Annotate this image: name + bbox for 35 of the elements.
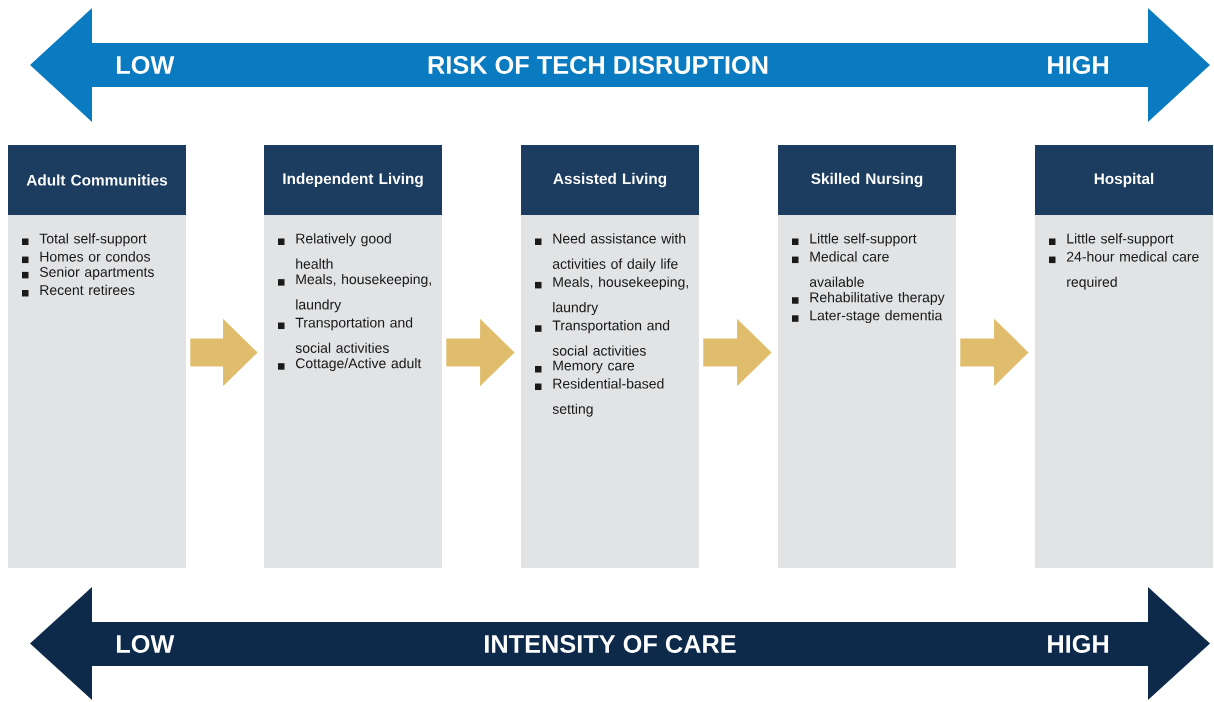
bullet-item: Total self-support <box>22 233 147 247</box>
bullet-item: Transportation and social activities <box>278 317 413 353</box>
bullet-item: Relatively good health <box>278 233 391 269</box>
axis-label: LOW <box>116 635 175 653</box>
stage-column <box>264 145 442 568</box>
column-heading: Independent Living <box>283 172 423 188</box>
stage-column <box>778 145 956 568</box>
stage-column <box>521 145 699 568</box>
column-heading: Adult Communities <box>26 174 168 186</box>
bullet-item: Homes or condos <box>22 251 150 264</box>
bullet-item: Cottage/Active adult <box>278 357 422 371</box>
bullet-item: Rehabilitative therapy <box>792 292 945 306</box>
bullet-item: Recent retirees <box>22 284 135 297</box>
bullet-item: Need assistance with activities of daily life <box>535 233 686 272</box>
axis-label: HIGH <box>1048 56 1109 74</box>
bullet-item: Meals, housekeeping, laundry <box>278 273 431 313</box>
column-heading: Hospital <box>1094 172 1154 188</box>
column-heading: Assisted Living <box>553 172 667 188</box>
bullet-item: Residential-based setting <box>535 378 664 417</box>
stage-column <box>8 145 186 568</box>
bullet-item: Memory care <box>535 360 635 374</box>
bullet-item: Little self-support <box>792 233 917 247</box>
axis-label: HIGH <box>1048 635 1109 653</box>
stage-column <box>1035 145 1213 568</box>
bullet-item: Meals, housekeeping, laundry <box>535 276 688 316</box>
bullet-item: Little self-support <box>1049 233 1174 247</box>
axis-label: LOW <box>116 56 175 74</box>
bullet-item: Medical care available <box>792 251 889 287</box>
bullet-item: Senior apartments <box>22 266 154 280</box>
bullet-item: Transportation and social activities <box>535 320 670 356</box>
axis-label: INTENSITY OF CARE <box>485 635 736 653</box>
axis-label: RISK OF TECH DISRUPTION <box>428 56 768 74</box>
bullet-item: Later-stage dementia <box>792 310 943 324</box>
bullet-item: 24-hour medical care required <box>1049 251 1199 290</box>
column-heading: Skilled Nursing <box>811 172 923 188</box>
